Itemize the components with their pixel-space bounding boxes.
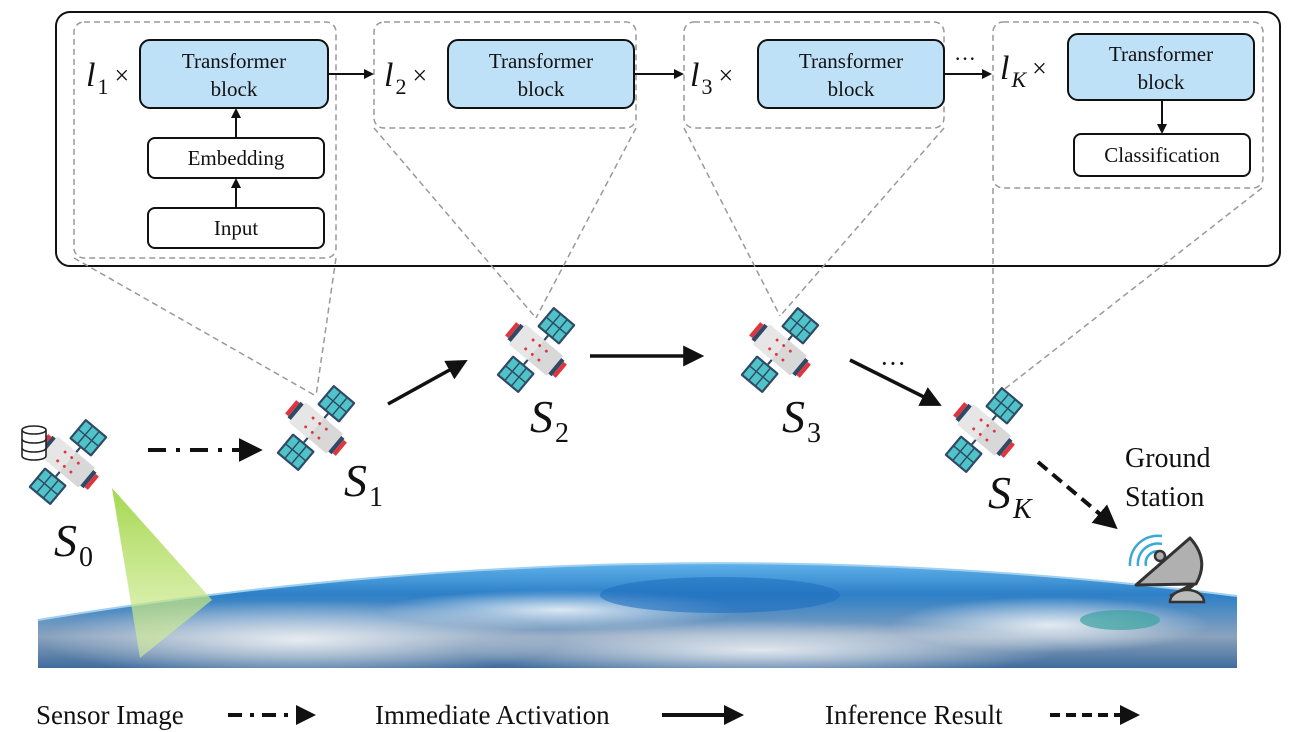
satellite-label: S1 <box>344 455 383 513</box>
database-icon <box>21 425 47 461</box>
satellite-dish-icon <box>1128 534 1206 604</box>
layer-count-label: l3× <box>690 57 733 99</box>
ground-station-label-1: Ground <box>1125 443 1211 474</box>
transformer-block-label: Transformer <box>182 49 286 73</box>
sensor-beam <box>112 488 212 658</box>
stage-3: l3× Transformer block <box>683 21 945 129</box>
satellite-icon <box>928 373 1040 487</box>
satellite-icon <box>724 293 836 407</box>
transformer-block-label: block <box>518 77 565 101</box>
stage-ellipsis: ··· <box>954 46 976 71</box>
partition-group <box>73 21 337 259</box>
legend: Sensor Image Immediate Activation Infere… <box>36 700 1140 730</box>
transformer-block-label: Transformer <box>799 49 903 73</box>
projection-lines <box>73 127 1263 399</box>
layer-count-label: l2× <box>384 57 427 99</box>
satellite-icon <box>12 405 124 519</box>
embedding-label: Embedding <box>188 146 285 170</box>
earth-image <box>37 562 1238 668</box>
ground-station: Ground Station <box>1125 443 1211 604</box>
satellite-s2: S2 <box>480 293 592 449</box>
satellite-s0: S0 <box>12 405 124 573</box>
satellite-ellipsis: ··· <box>880 349 906 378</box>
activation-arrow-1-2 <box>387 359 468 406</box>
classification-box <box>1073 133 1251 177</box>
stage-2: l2× Transformer block <box>373 21 637 129</box>
transformer-block-label: block <box>828 77 875 101</box>
inference-result-arrow <box>1036 460 1118 530</box>
layer-count-label: lK× <box>1000 50 1047 92</box>
transformer-block-label: Transformer <box>489 49 593 73</box>
satellite-sk: SK <box>928 373 1040 525</box>
satellite-s3: S3 <box>724 293 836 449</box>
transformer-block-label: block <box>211 77 258 101</box>
classification-label: Classification <box>1104 143 1220 167</box>
transformer-block-label: block <box>1138 70 1185 94</box>
ground-station-label-2: Station <box>1125 482 1204 513</box>
satellite-s1: S1 <box>260 371 383 513</box>
transformer-block-label: Transformer <box>1109 42 1213 66</box>
satellite-label: S3 <box>782 391 821 449</box>
satellite-label: SK <box>988 467 1033 525</box>
input-label: Input <box>214 216 258 240</box>
layer-count-label: l1× <box>86 57 129 99</box>
activation-arrow-3-k <box>849 358 942 406</box>
partition-group <box>992 21 1264 189</box>
legend-label-immediate-activation: Immediate Activation <box>375 700 610 730</box>
legend-label-inference-result: Inference Result <box>825 700 1003 730</box>
satellite-label: S0 <box>54 515 93 573</box>
satellite-icon <box>480 293 592 407</box>
legend-label-sensor-image: Sensor Image <box>36 700 184 730</box>
model-partition-panel <box>55 11 1281 267</box>
satellite-label: S2 <box>530 391 569 449</box>
partition-group <box>683 21 945 129</box>
